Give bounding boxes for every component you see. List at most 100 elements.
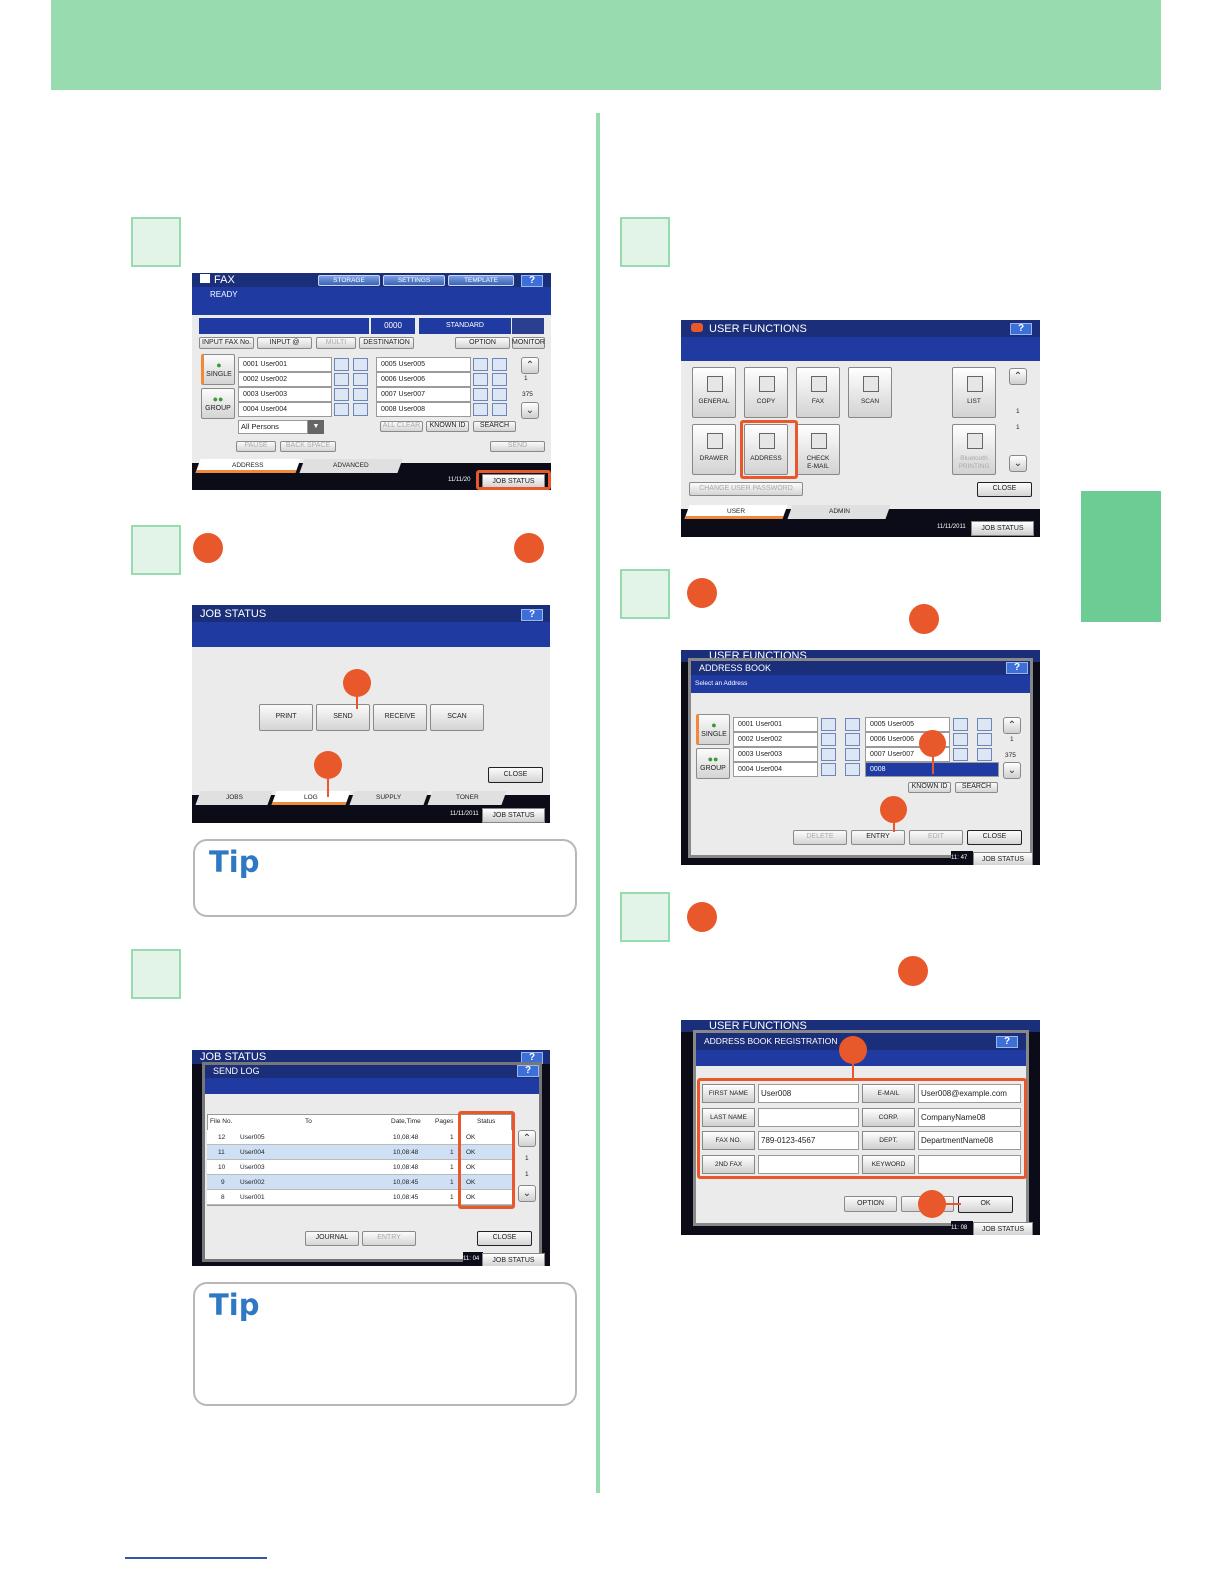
bluetooth-printing-button[interactable]: Bluetooth PRINTING [952, 424, 996, 475]
fax-icon[interactable] [953, 748, 968, 761]
scroll-down-button[interactable]: ⌄ [1009, 455, 1027, 472]
address-row[interactable]: 0004 User004 [733, 762, 818, 777]
corp-field[interactable]: CompanyName08 [918, 1108, 1021, 1127]
group-tab[interactable]: ●●GROUP [201, 388, 235, 419]
email-icon[interactable] [845, 733, 860, 746]
tab-toner[interactable]: TONER [427, 791, 507, 805]
job-status-button[interactable]: JOB STATUS [973, 1222, 1033, 1235]
fax-icon[interactable] [334, 388, 349, 401]
close-button[interactable]: CLOSE [967, 830, 1022, 845]
single-tab[interactable]: ●SINGLE [696, 714, 730, 745]
journal-button[interactable]: JOURNAL [305, 1231, 359, 1246]
scroll-down-button[interactable]: ⌄ [521, 402, 539, 419]
entry-button[interactable]: ENTRY [362, 1231, 416, 1246]
address-row[interactable]: 0003 User003 [733, 747, 818, 762]
email-icon[interactable] [492, 373, 507, 386]
scroll-up-button[interactable]: ⌃ [518, 1130, 536, 1147]
delete-button[interactable]: DELETE [793, 830, 847, 845]
help-button[interactable]: ? [1006, 662, 1028, 674]
address-row[interactable]: 0003 User003 [238, 387, 332, 402]
template-button[interactable]: TEMPLATE [448, 275, 514, 286]
tab-advanced[interactable]: ADVANCED [299, 459, 403, 473]
search-button[interactable]: SEARCH [473, 421, 516, 432]
fax-icon[interactable] [334, 403, 349, 416]
email-icon[interactable] [353, 373, 368, 386]
edit-button[interactable]: EDIT [909, 830, 963, 845]
send-button[interactable]: SEND [490, 441, 545, 452]
job-status-button[interactable]: JOB STATUS [971, 521, 1034, 536]
address-button[interactable]: ADDRESS [744, 424, 788, 475]
address-row[interactable]: 0004 User004 [238, 402, 332, 417]
help-button[interactable]: ? [521, 275, 543, 287]
fax-icon[interactable] [473, 373, 488, 386]
fax-icon[interactable] [953, 718, 968, 731]
address-row[interactable]: 0006 User006 [376, 372, 471, 387]
email-icon[interactable] [353, 388, 368, 401]
tab-log[interactable]: LOG [271, 791, 351, 805]
scroll-down-button[interactable]: ⌄ [518, 1185, 536, 1202]
fax-icon[interactable] [821, 718, 836, 731]
first-name-field[interactable]: User008 [758, 1084, 859, 1103]
email-icon[interactable] [845, 763, 860, 776]
fax-no-field[interactable]: 789-0123-4567 [758, 1131, 859, 1150]
address-row[interactable]: 0001 User001 [733, 717, 818, 732]
email-icon[interactable] [492, 403, 507, 416]
search-button[interactable]: SEARCH [955, 782, 998, 793]
keyword-label[interactable]: KEYWORD [862, 1155, 915, 1174]
fax-icon[interactable] [473, 388, 488, 401]
group-tab[interactable]: ●●GROUP [696, 748, 730, 779]
address-row[interactable]: 0005 User005 [376, 357, 471, 372]
pause-button[interactable]: PAUSE [236, 441, 276, 452]
tab-jobs[interactable]: JOBS [195, 791, 273, 805]
scroll-down-button[interactable]: ⌄ [1003, 762, 1021, 779]
address-row[interactable]: 0002 User002 [733, 732, 818, 747]
tab-supply[interactable]: SUPPLY [349, 791, 429, 805]
send-button[interactable]: SEND [316, 704, 370, 731]
settings-button[interactable]: SETTINGS [383, 275, 445, 286]
dropdown-arrow-icon[interactable]: ▼ [308, 420, 324, 434]
close-button[interactable]: CLOSE [488, 767, 543, 783]
address-row[interactable]: 0008 User008 [376, 402, 471, 417]
email-icon[interactable] [845, 718, 860, 731]
monitor-button[interactable]: MONITOR [512, 337, 545, 349]
print-button[interactable]: PRINT [259, 704, 313, 731]
table-row[interactable] [207, 1175, 512, 1190]
job-status-button[interactable]: JOB STATUS [482, 808, 545, 823]
first-name-label[interactable]: FIRST NAME [702, 1084, 755, 1103]
second-fax-field[interactable] [758, 1155, 859, 1174]
fax-no-label[interactable]: FAX NO. [702, 1131, 755, 1150]
address-row[interactable]: 0007 User007 [376, 387, 471, 402]
address-row[interactable]: 0005 User005 [865, 717, 950, 732]
table-row[interactable] [207, 1145, 512, 1160]
fax-icon[interactable] [334, 373, 349, 386]
keyword-field[interactable] [918, 1155, 1021, 1174]
last-name-field[interactable] [758, 1108, 859, 1127]
scan-button[interactable]: SCAN [848, 367, 892, 418]
help-button[interactable]: ? [521, 609, 543, 621]
email-label[interactable]: E-MAIL [862, 1084, 915, 1103]
dept-field[interactable]: DepartmentName08 [918, 1131, 1021, 1150]
scroll-up-button[interactable]: ⌃ [521, 357, 539, 374]
email-icon[interactable] [977, 748, 992, 761]
scroll-up-button[interactable]: ⌃ [1009, 368, 1027, 385]
close-button[interactable]: CLOSE [977, 482, 1032, 497]
copy-button[interactable]: COPY [744, 367, 788, 418]
fax-icon[interactable] [821, 733, 836, 746]
scroll-up-button[interactable]: ⌃ [1003, 717, 1021, 734]
fax-icon[interactable] [953, 733, 968, 746]
corp-label[interactable]: CORP. [862, 1108, 915, 1127]
fax-icon[interactable] [473, 358, 488, 371]
last-name-label[interactable]: LAST NAME [702, 1108, 755, 1127]
change-password-button[interactable]: CHANGE USER PASSWORD [689, 482, 803, 496]
tab-admin[interactable]: ADMIN [787, 505, 891, 519]
input-fax-no-button[interactable]: INPUT FAX No. [199, 337, 254, 349]
fax-icon[interactable] [473, 403, 488, 416]
destination-button[interactable]: DESTINATION [359, 337, 414, 349]
address-row[interactable]: 0001 User001 [238, 357, 332, 372]
help-button[interactable]: ? [996, 1036, 1018, 1048]
multi-button[interactable]: MULTI [316, 337, 356, 349]
fax-button[interactable]: FAX [796, 367, 840, 418]
drawer-button[interactable]: DRAWER [692, 424, 736, 475]
fax-icon[interactable] [334, 358, 349, 371]
email-icon[interactable] [845, 748, 860, 761]
